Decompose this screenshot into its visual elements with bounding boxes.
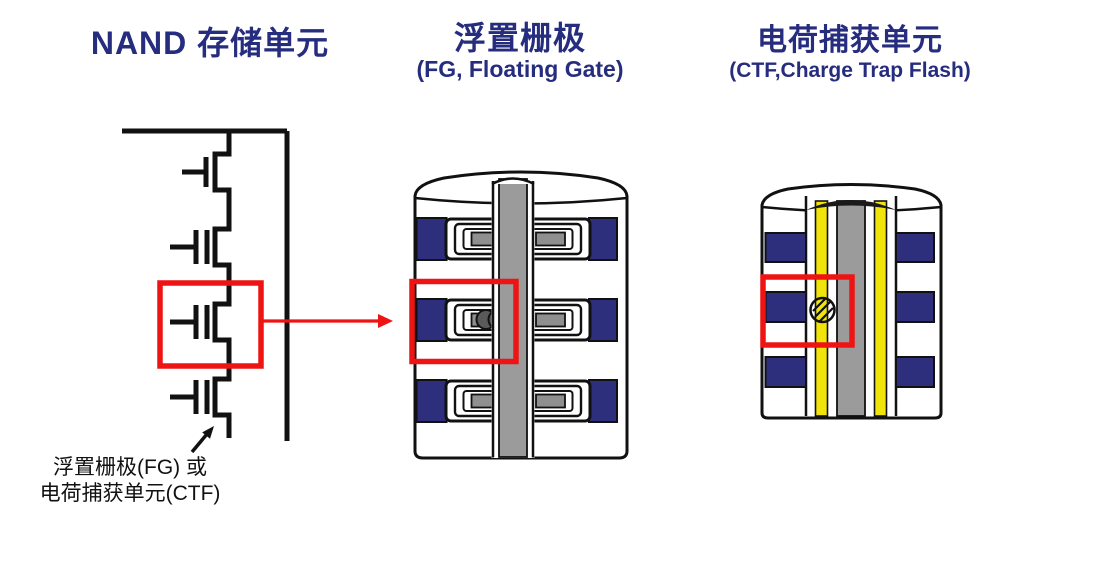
panel-subtitle-ctf: (CTF,Charge Trap Flash) — [729, 59, 971, 82]
panel-header-fg: 浮置栅极 (FG, Floating Gate) — [405, 20, 635, 82]
fg-structure — [409, 170, 629, 460]
panel-title-fg: 浮置栅极 — [453, 20, 586, 56]
fg-channel-pillar — [491, 177, 535, 458]
trench-top-cap — [806, 200, 896, 210]
select-transistor — [182, 157, 209, 187]
memory-cell-transistor — [170, 305, 210, 339]
ctf-structure — [760, 183, 943, 420]
annotation-arrow-icon — [190, 426, 214, 454]
highlight-box-fg — [409, 278, 519, 365]
panel-subtitle-fg: (FG, Floating Gate) — [416, 56, 624, 82]
memory-cell-transistor — [170, 230, 210, 264]
bitline-wires — [122, 128, 290, 441]
panel-title-nand: NAND 存储单元 — [90, 25, 330, 61]
highlight-box-nand — [157, 280, 264, 369]
panel-title-ctf: 电荷捕获单元 — [757, 24, 943, 57]
charge-trap-layer — [814, 200, 829, 417]
annotation-line-1: 浮置栅极(FG) 或 — [53, 456, 207, 479]
red-arrow-icon — [263, 314, 393, 328]
charge-trap-layer — [873, 200, 888, 417]
annotation-line-2: 电荷捕获单元(CTF) — [39, 482, 221, 505]
annotation-label: 浮置栅极(FG) 或 电荷捕获单元(CTF) — [15, 455, 245, 507]
panel-header-ctf: 电荷捕获单元 (CTF,Charge Trap Flash) — [700, 24, 1000, 83]
memory-cell-transistor — [170, 380, 210, 414]
trapped-charge-icon — [809, 296, 836, 324]
ctf-wordline-bands — [764, 232, 935, 388]
fg-wordline-row — [415, 217, 618, 261]
highlight-box-ctf — [760, 274, 855, 348]
